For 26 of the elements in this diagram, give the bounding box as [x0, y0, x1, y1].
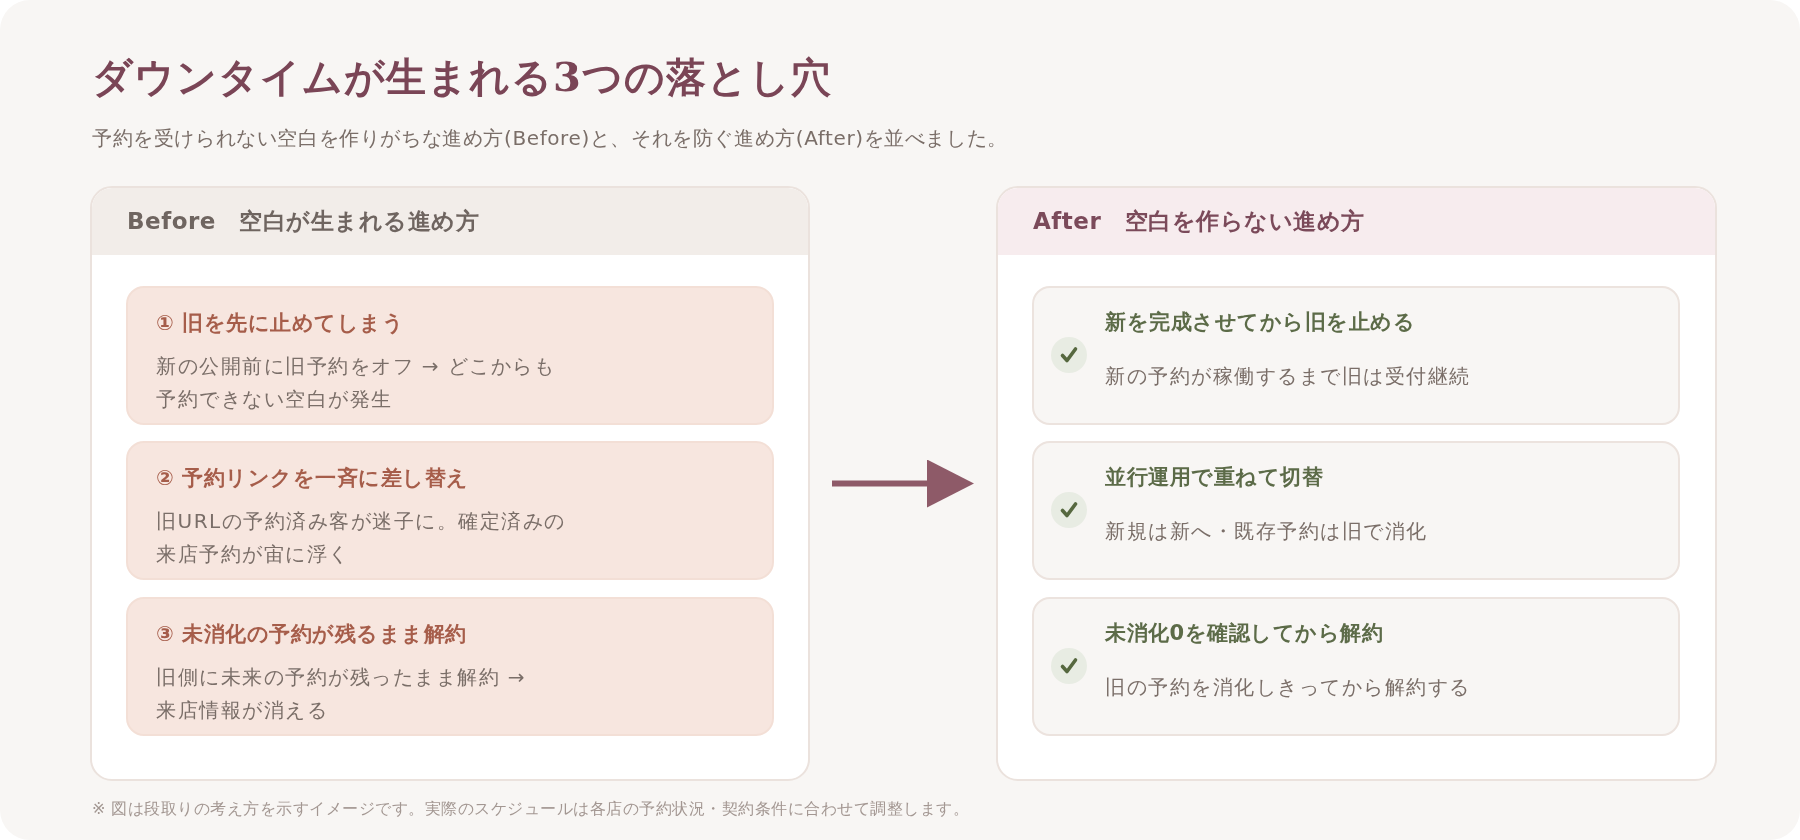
- card-title: ① 旧を先に止めてしまう: [156, 310, 405, 337]
- problem-card: [126, 441, 774, 580]
- comparison-panel: [90, 186, 810, 781]
- card-description: 新の予約が稼働するまで旧は受付継続: [1105, 363, 1472, 390]
- card-description: 旧の予約を消化しきってから解約する: [1105, 674, 1472, 701]
- diagram-title: ダウンタイムが生まれる3つの落とし穴: [92, 52, 832, 102]
- card-description: 旧URLの予約済み客が迷子に。確定済みの来店予約が宙に浮く: [156, 508, 567, 568]
- solution-card: [1032, 597, 1680, 736]
- card-description: 旧側に未来の予約が残ったまま解約 → 来店情報が消える: [156, 664, 528, 724]
- card-title: ② 予約リンクを一斉に差し替え: [156, 465, 469, 492]
- card-title: 並行運用で重ねて切替: [1105, 464, 1323, 491]
- panel-header: After 空白を作らない進め方: [998, 188, 1715, 255]
- card-description: 新規は新へ・既存予約は旧で消化: [1105, 518, 1429, 545]
- problem-card: [126, 286, 774, 425]
- comparison-panel: [996, 186, 1717, 781]
- problem-card: [126, 597, 774, 736]
- solution-card: [1032, 441, 1680, 580]
- card-description: 新の公開前に旧予約をオフ → どこからも予約できない空白が発生: [156, 353, 557, 413]
- card-title: 新を完成させてから旧を止める: [1105, 309, 1415, 336]
- arrow: [832, 459, 974, 508]
- solution-card: [1032, 286, 1680, 425]
- card-title: 未消化0を確認してから解約: [1105, 620, 1384, 647]
- card-title: ③ 未消化の予約が残るまま解約: [156, 621, 467, 648]
- footnote: ※ 図は段取りの考え方を示すイメージです。実際のスケジュールは各店の予約状況・契約条件に合わせて調整します。: [92, 798, 970, 820]
- subtitle: 予約を受けられない空白を作りがちな進め方(Before)と、それを防ぐ進め方(After)を並べました。: [92, 125, 1008, 152]
- panel-header: Before 空白が生まれる進め方: [92, 188, 808, 255]
